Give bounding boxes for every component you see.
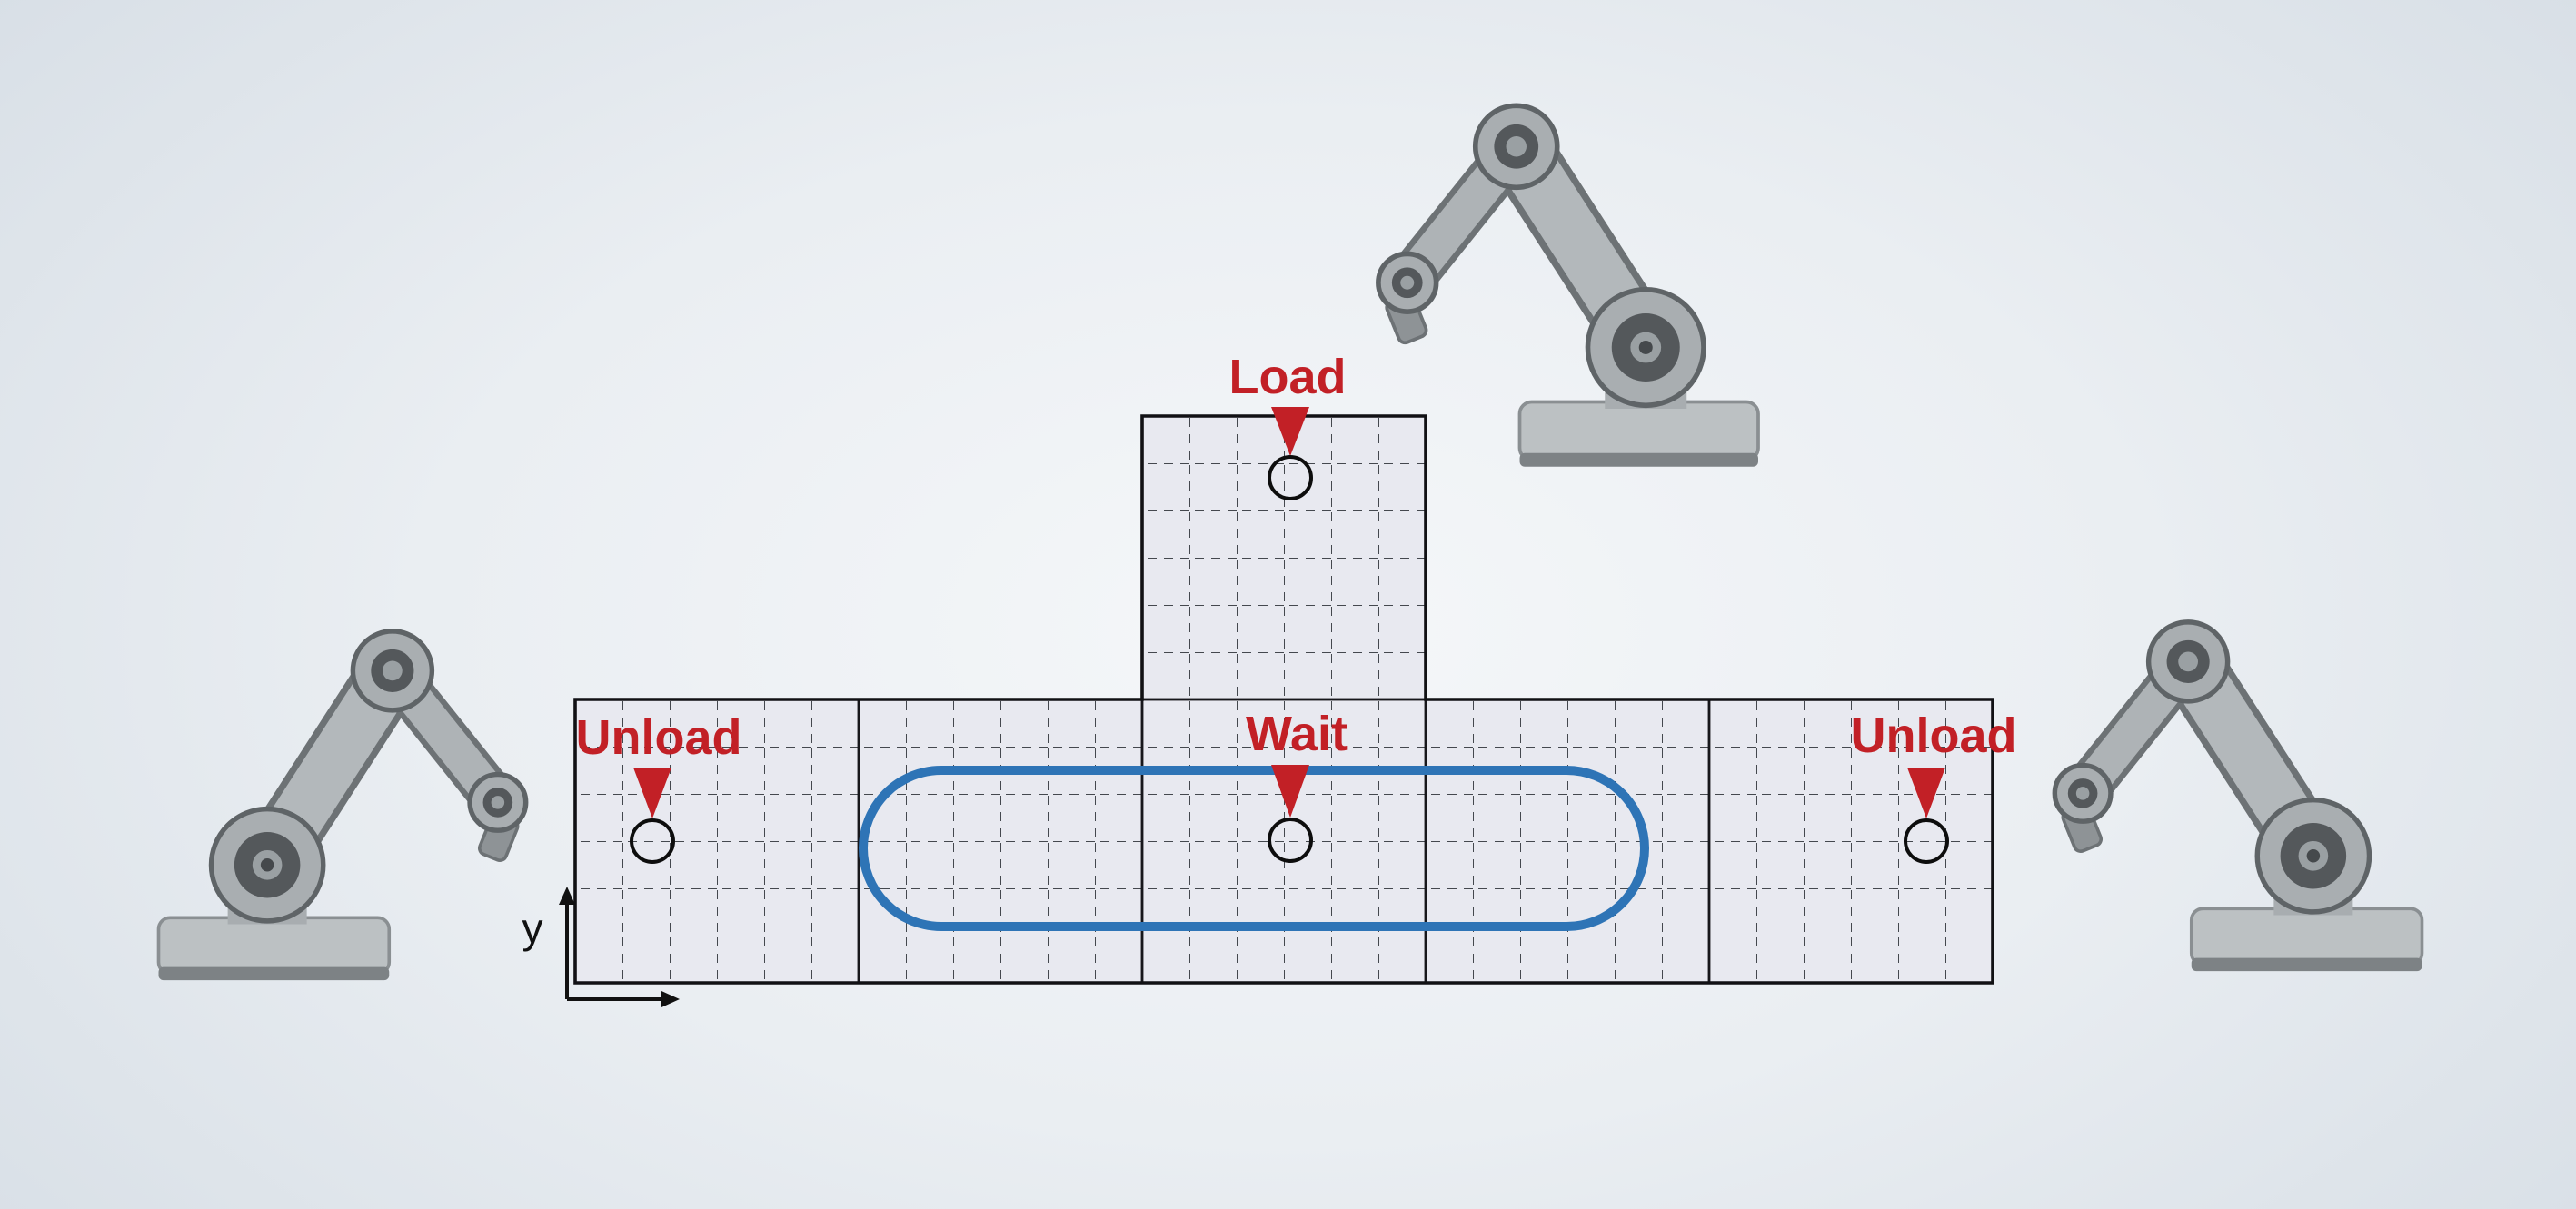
- y-axis: [559, 887, 680, 1007]
- robot-arm-right-icon: [2052, 619, 2424, 972]
- unload-right-circle-marker-icon: [1904, 818, 1949, 864]
- unload-left-down-arrow-icon: [633, 768, 671, 818]
- station-markers: [630, 455, 1949, 864]
- unload-left-station-label: Unload: [575, 710, 742, 765]
- load-station-label: Load: [1228, 350, 1347, 404]
- robot-arm-top-icon: [1376, 103, 1760, 467]
- unload-right-station-label: Unload: [1850, 709, 2017, 763]
- robot-arm-icon: [1376, 103, 1760, 467]
- load-down-arrow-icon: [1271, 407, 1309, 456]
- tile-surface: [575, 416, 1993, 983]
- unload-left-circle-marker-icon: [630, 818, 675, 864]
- wait-station-label: Wait: [1246, 707, 1348, 761]
- column-cell-grid: [1142, 416, 1426, 699]
- robot-arm-left-icon: [156, 629, 529, 981]
- wait-circle-marker-icon: [1268, 818, 1313, 863]
- unload-right-down-arrow-icon: [1907, 768, 1945, 818]
- transport-loop-path: [859, 766, 1649, 931]
- y-axis-label: y: [522, 905, 543, 952]
- x-axis-arrow-right-icon: [661, 991, 680, 1007]
- y-axis-arrow-up-icon: [559, 887, 575, 905]
- wait-down-arrow-icon: [1271, 765, 1309, 818]
- station-arrows: [633, 407, 1945, 818]
- platform-outline: [573, 414, 1994, 985]
- load-circle-marker-icon: [1268, 455, 1313, 500]
- robot-arm-icon: [2052, 619, 2424, 972]
- robot-arm-icon: [156, 629, 529, 981]
- row-cell-grid: [575, 699, 1993, 983]
